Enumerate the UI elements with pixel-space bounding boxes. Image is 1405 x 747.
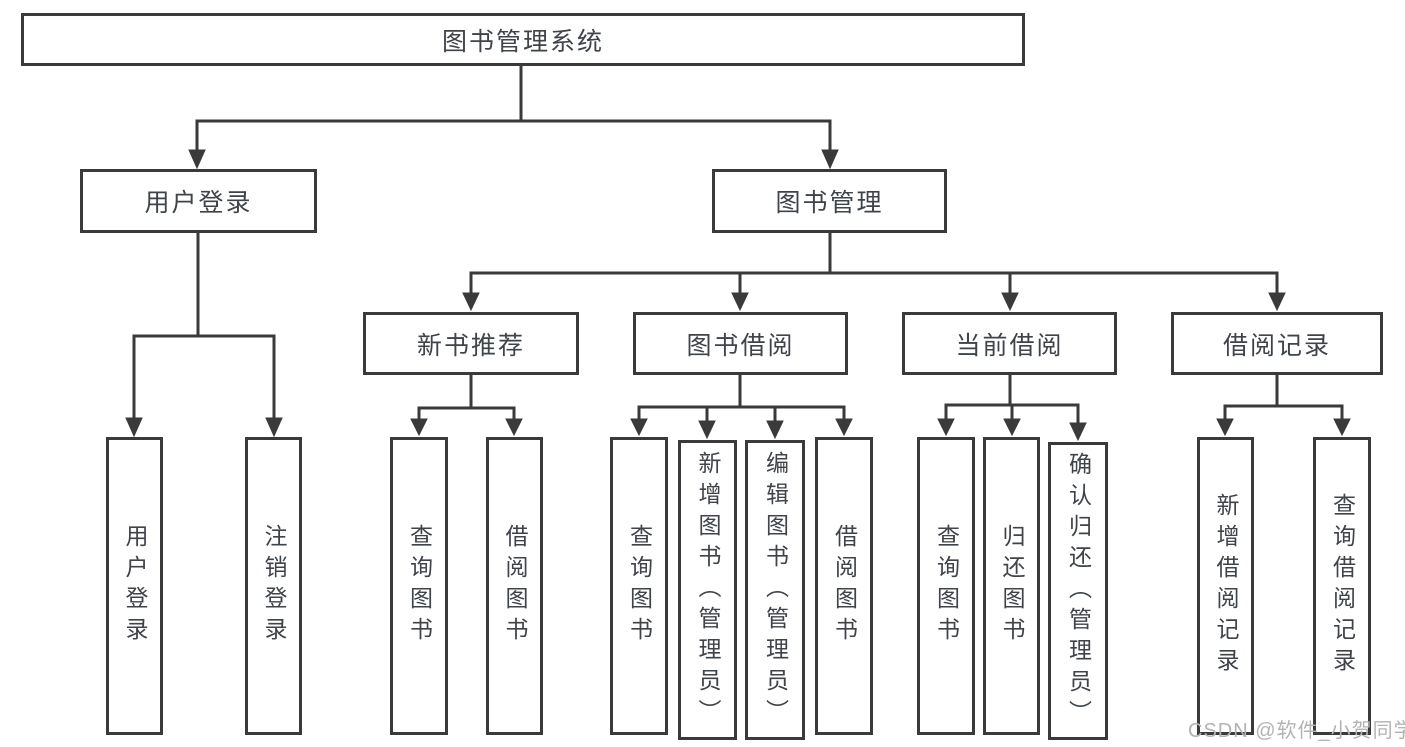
arrowhead (410, 418, 428, 437)
node-borrow-record: 借阅记录 (1171, 312, 1383, 375)
node-leaf-user-login-label: 用户登录 (122, 524, 148, 648)
arrowhead (1268, 292, 1286, 312)
node-leaf-add-borrow-record-label: 新增借阅记录 (1213, 493, 1239, 679)
arrowhead (1003, 418, 1021, 437)
arrowhead (937, 418, 955, 437)
csdn-watermark: CSDN @软件_小贺同学 (1188, 720, 1405, 742)
node-leaf-query-book-2: 查询图书 (610, 437, 668, 735)
node-leaf-borrow-book-2-label: 借阅图书 (831, 524, 858, 648)
node-leaf-query-book-1: 查询图书 (390, 437, 448, 735)
connector-user-login-children (125, 231, 283, 438)
connector-root-to-level2 (188, 64, 839, 170)
arrowhead (766, 420, 784, 440)
node-leaf-add-book-label: 新增图书（管理员） (695, 450, 721, 730)
arrowhead (731, 292, 749, 312)
connector-new-book-rec-children (410, 373, 523, 437)
node-leaf-borrow-book-1-label: 借阅图书 (502, 524, 528, 648)
node-book-mgmt-label: 图书管理 (775, 189, 884, 217)
node-leaf-edit-book: 编辑图书（管理员） (745, 440, 805, 740)
node-user-login-label: 用户登录 (144, 189, 253, 217)
node-borrow-record-label: 借阅记录 (1222, 331, 1331, 360)
node-leaf-query-book-3-label: 查询图书 (933, 524, 960, 648)
node-new-book-rec-label: 新书推荐 (416, 331, 525, 360)
node-book-borrow-label: 图书借阅 (686, 331, 795, 360)
node-leaf-query-book-1-label: 查询图书 (406, 524, 433, 648)
connector-book-mgmt-children (462, 231, 1286, 312)
node-root: 图书管理系统 (21, 13, 1025, 66)
node-leaf-return-book-label: 归还图书 (999, 524, 1025, 648)
arrowhead (462, 292, 480, 312)
arrowhead (265, 417, 283, 438)
node-leaf-query-borrow-record-label: 查询借阅记录 (1329, 493, 1356, 679)
arrowhead (1001, 292, 1019, 312)
node-book-borrow: 图书借阅 (633, 312, 848, 375)
node-root-label: 图书管理系统 (441, 27, 604, 56)
node-current-borrow: 当前借阅 (902, 312, 1117, 375)
node-leaf-logout: 注销登录 (245, 437, 302, 735)
connector-current-borrow-children (937, 373, 1087, 442)
connector-book-borrow-children (630, 373, 853, 440)
node-leaf-borrow-book-2: 借阅图书 (815, 437, 873, 735)
arrowhead (505, 418, 523, 437)
arrowhead (630, 418, 648, 437)
node-leaf-confirm-return: 确认归还（管理员） (1048, 442, 1108, 740)
arrowhead (1069, 422, 1087, 442)
node-leaf-logout-label: 注销登录 (261, 524, 287, 648)
node-current-borrow-label: 当前借阅 (955, 331, 1064, 360)
node-leaf-add-book: 新增图书（管理员） (678, 440, 737, 740)
node-leaf-query-book-3: 查询图书 (917, 437, 975, 735)
arrowhead (1333, 418, 1351, 437)
arrowhead (125, 417, 143, 438)
arrowhead (698, 420, 716, 440)
connector-borrow-record-children (1216, 373, 1351, 437)
node-user-login: 用户登录 (80, 169, 317, 233)
arrowhead (1216, 418, 1234, 437)
node-book-mgmt: 图书管理 (712, 169, 947, 233)
arrowhead (835, 418, 853, 437)
node-leaf-borrow-book-1: 借阅图书 (486, 437, 543, 735)
arrowhead (821, 149, 839, 170)
node-leaf-edit-book-label: 编辑图书（管理员） (762, 450, 789, 730)
node-leaf-add-borrow-record: 新增借阅记录 (1197, 437, 1254, 735)
node-leaf-query-borrow-record: 查询借阅记录 (1313, 437, 1371, 735)
node-leaf-confirm-return-label: 确认归还（管理员） (1065, 451, 1092, 731)
node-leaf-user-login: 用户登录 (106, 437, 163, 735)
arrowhead (188, 149, 206, 170)
node-leaf-query-book-2-label: 查询图书 (626, 524, 653, 648)
node-leaf-return-book: 归还图书 (983, 437, 1040, 735)
node-new-book-rec: 新书推荐 (363, 312, 579, 375)
